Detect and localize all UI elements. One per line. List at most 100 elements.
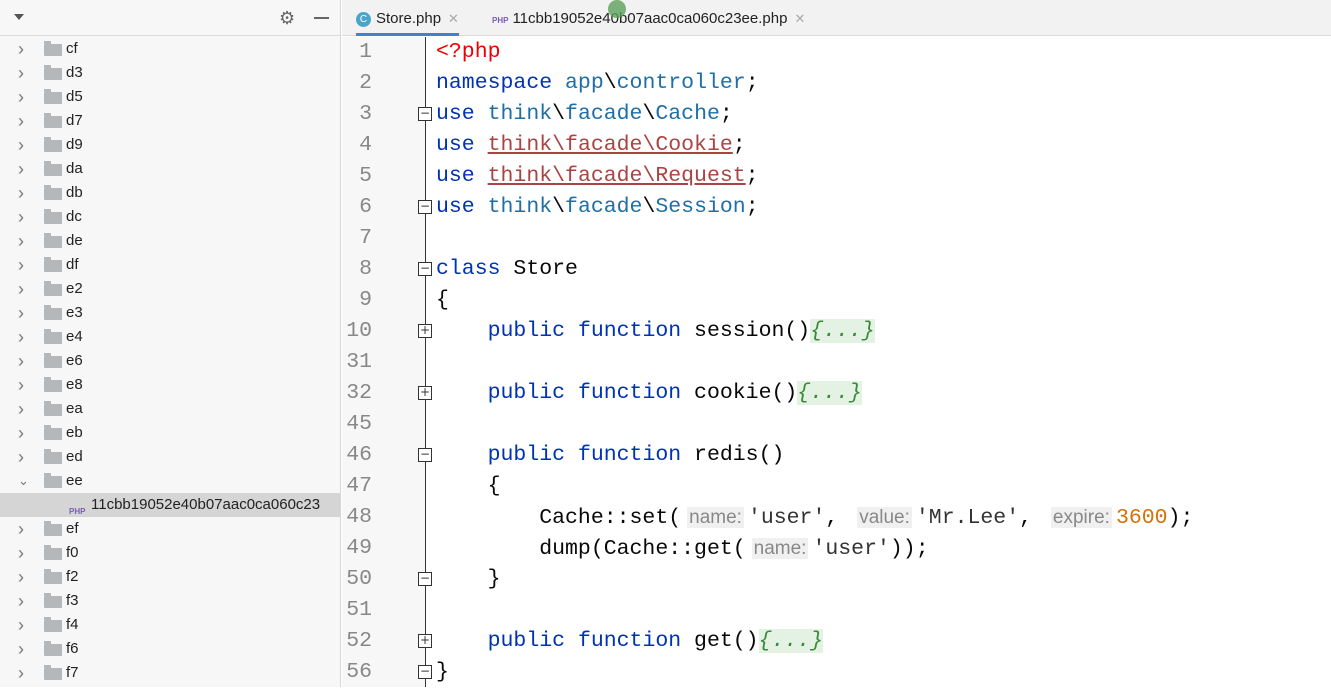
tree-folder-item[interactable]: ›f4 — [0, 613, 340, 637]
folder-icon — [44, 329, 62, 344]
chevron-right-icon[interactable]: › — [18, 615, 24, 635]
code-token — [436, 381, 488, 405]
code-text: use think\facade\Session; — [436, 192, 759, 223]
code-token: Session — [655, 195, 746, 219]
tree-folder-item[interactable]: ›de — [0, 229, 340, 253]
chevron-right-icon[interactable]: › — [18, 231, 24, 251]
folder-icon — [44, 593, 62, 608]
chevron-right-icon[interactable]: › — [18, 375, 24, 395]
chevron-right-icon[interactable]: › — [18, 327, 24, 347]
code-token: ; — [745, 195, 759, 219]
tree-folder-item[interactable]: ›e2 — [0, 277, 340, 301]
folded-code-block[interactable]: {...} — [758, 629, 824, 653]
tree-folder-item[interactable]: ›df — [0, 253, 340, 277]
collapse-fold-icon[interactable]: − — [418, 447, 432, 462]
tree-folder-item[interactable]: ›cf — [0, 37, 340, 61]
code-text: <?php — [436, 37, 501, 68]
tree-folder-item[interactable]: › d5 — [0, 85, 340, 109]
tree-item-label: d5 — [66, 88, 83, 105]
tree-folder-item[interactable]: ›f2 — [0, 565, 340, 589]
tree-folder-item[interactable]: ›eb — [0, 421, 340, 445]
collapse-fold-icon[interactable]: − — [418, 664, 432, 679]
folder-icon — [44, 665, 62, 680]
chevron-right-icon[interactable]: › — [18, 591, 24, 611]
expand-fold-icon[interactable]: + — [418, 385, 432, 400]
chevron-right-icon[interactable]: › — [18, 447, 24, 467]
tree-folder-item[interactable]: ›e8 — [0, 373, 340, 397]
tree-folder-item[interactable]: ›f0 — [0, 541, 340, 565]
chevron-right-icon[interactable]: › — [18, 543, 24, 563]
chevron-right-icon[interactable]: › — [18, 39, 24, 59]
tree-folder-item[interactable]: ›d9 — [0, 133, 340, 157]
chevron-right-icon[interactable]: › — [18, 135, 24, 155]
chevron-right-icon[interactable]: › — [18, 663, 24, 683]
tree-folder-item[interactable]: ›f7 — [0, 661, 340, 685]
chevron-right-icon[interactable]: › — [18, 63, 24, 83]
tree-folder-item[interactable]: ›ef — [0, 517, 340, 541]
chevron-right-icon[interactable]: › — [18, 519, 24, 539]
folder-icon — [44, 521, 62, 536]
collapse-fold-icon[interactable]: − — [418, 261, 432, 276]
tree-folder-item[interactable]: ›da — [0, 157, 340, 181]
close-icon[interactable]: ✕ — [794, 11, 806, 26]
hide-panel-icon[interactable] — [314, 17, 329, 19]
tree-folder-item[interactable]: ›f3 — [0, 589, 340, 613]
tree-folder-item[interactable]: ›dc — [0, 205, 340, 229]
chevron-right-icon[interactable]: › — [18, 279, 24, 299]
tree-folder-item[interactable]: ›e4 — [0, 325, 340, 349]
chevron-right-icon[interactable]: › — [18, 159, 24, 179]
chevron-right-icon[interactable]: › — [18, 207, 24, 227]
code-token: namespace — [436, 71, 553, 95]
collapse-fold-icon[interactable]: − — [418, 199, 432, 214]
line-number: 10 — [346, 319, 372, 343]
chevron-right-icon[interactable]: › — [18, 423, 24, 443]
line-number: 47 — [346, 474, 372, 498]
code-token: public — [487, 629, 566, 653]
code-token — [565, 319, 578, 343]
line-number: 5 — [359, 164, 372, 188]
chevron-right-icon[interactable]: › — [18, 183, 24, 203]
chevron-right-icon[interactable]: › — [18, 399, 24, 419]
chevron-right-icon[interactable]: › — [18, 567, 24, 587]
expand-fold-icon[interactable]: + — [418, 633, 432, 648]
tree-folder-item[interactable]: ›f6 — [0, 637, 340, 661]
folded-code-block[interactable]: {...} — [810, 319, 875, 343]
folded-code-block[interactable]: {...} — [797, 381, 862, 405]
tree-folder-item[interactable]: › e6 — [0, 349, 340, 373]
tree-item-label: e6 — [66, 352, 83, 369]
code-token: cookie() — [681, 381, 798, 405]
mouse-cursor-indicator — [608, 0, 626, 18]
php-file-icon: PHP — [492, 16, 509, 25]
tree-folder-item[interactable]: ›ed — [0, 445, 340, 469]
chevron-down-icon[interactable]: ⌄ — [18, 473, 29, 488]
code-token: ; — [745, 71, 759, 95]
collapse-fold-icon[interactable]: − — [418, 106, 432, 121]
chevron-right-icon[interactable]: › — [18, 255, 24, 275]
collapse-fold-icon[interactable]: − — [418, 571, 432, 586]
chevron-right-icon[interactable]: › — [18, 87, 24, 107]
expand-fold-icon[interactable]: + — [418, 323, 432, 338]
tree-folder-item[interactable]: ⌄ee — [0, 469, 340, 493]
chevron-right-icon[interactable]: › — [18, 111, 24, 131]
tree-folder-item[interactable]: ›e3 — [0, 301, 340, 325]
code-token: ; — [719, 102, 733, 126]
tree-folder-item[interactable]: ›d7 — [0, 109, 340, 133]
line-number: 49 — [346, 536, 372, 560]
view-dropdown-icon[interactable] — [14, 14, 24, 20]
gear-icon[interactable]: ⚙ — [279, 8, 296, 28]
tree-folder-item[interactable]: ›ea — [0, 397, 340, 421]
close-icon[interactable]: ✕ — [448, 11, 459, 26]
folder-icon — [44, 353, 62, 368]
code-text: use think\facade\Request; — [436, 161, 759, 192]
chevron-right-icon[interactable]: › — [18, 639, 24, 659]
code-line: 45 — [342, 409, 1331, 440]
code-token: \ — [603, 71, 617, 95]
chevron-right-icon[interactable]: › — [18, 351, 24, 371]
tree-folder-item[interactable]: ›d3 — [0, 61, 340, 85]
tree-folder-item[interactable]: ›db — [0, 181, 340, 205]
chevron-right-icon[interactable]: › — [18, 303, 24, 323]
